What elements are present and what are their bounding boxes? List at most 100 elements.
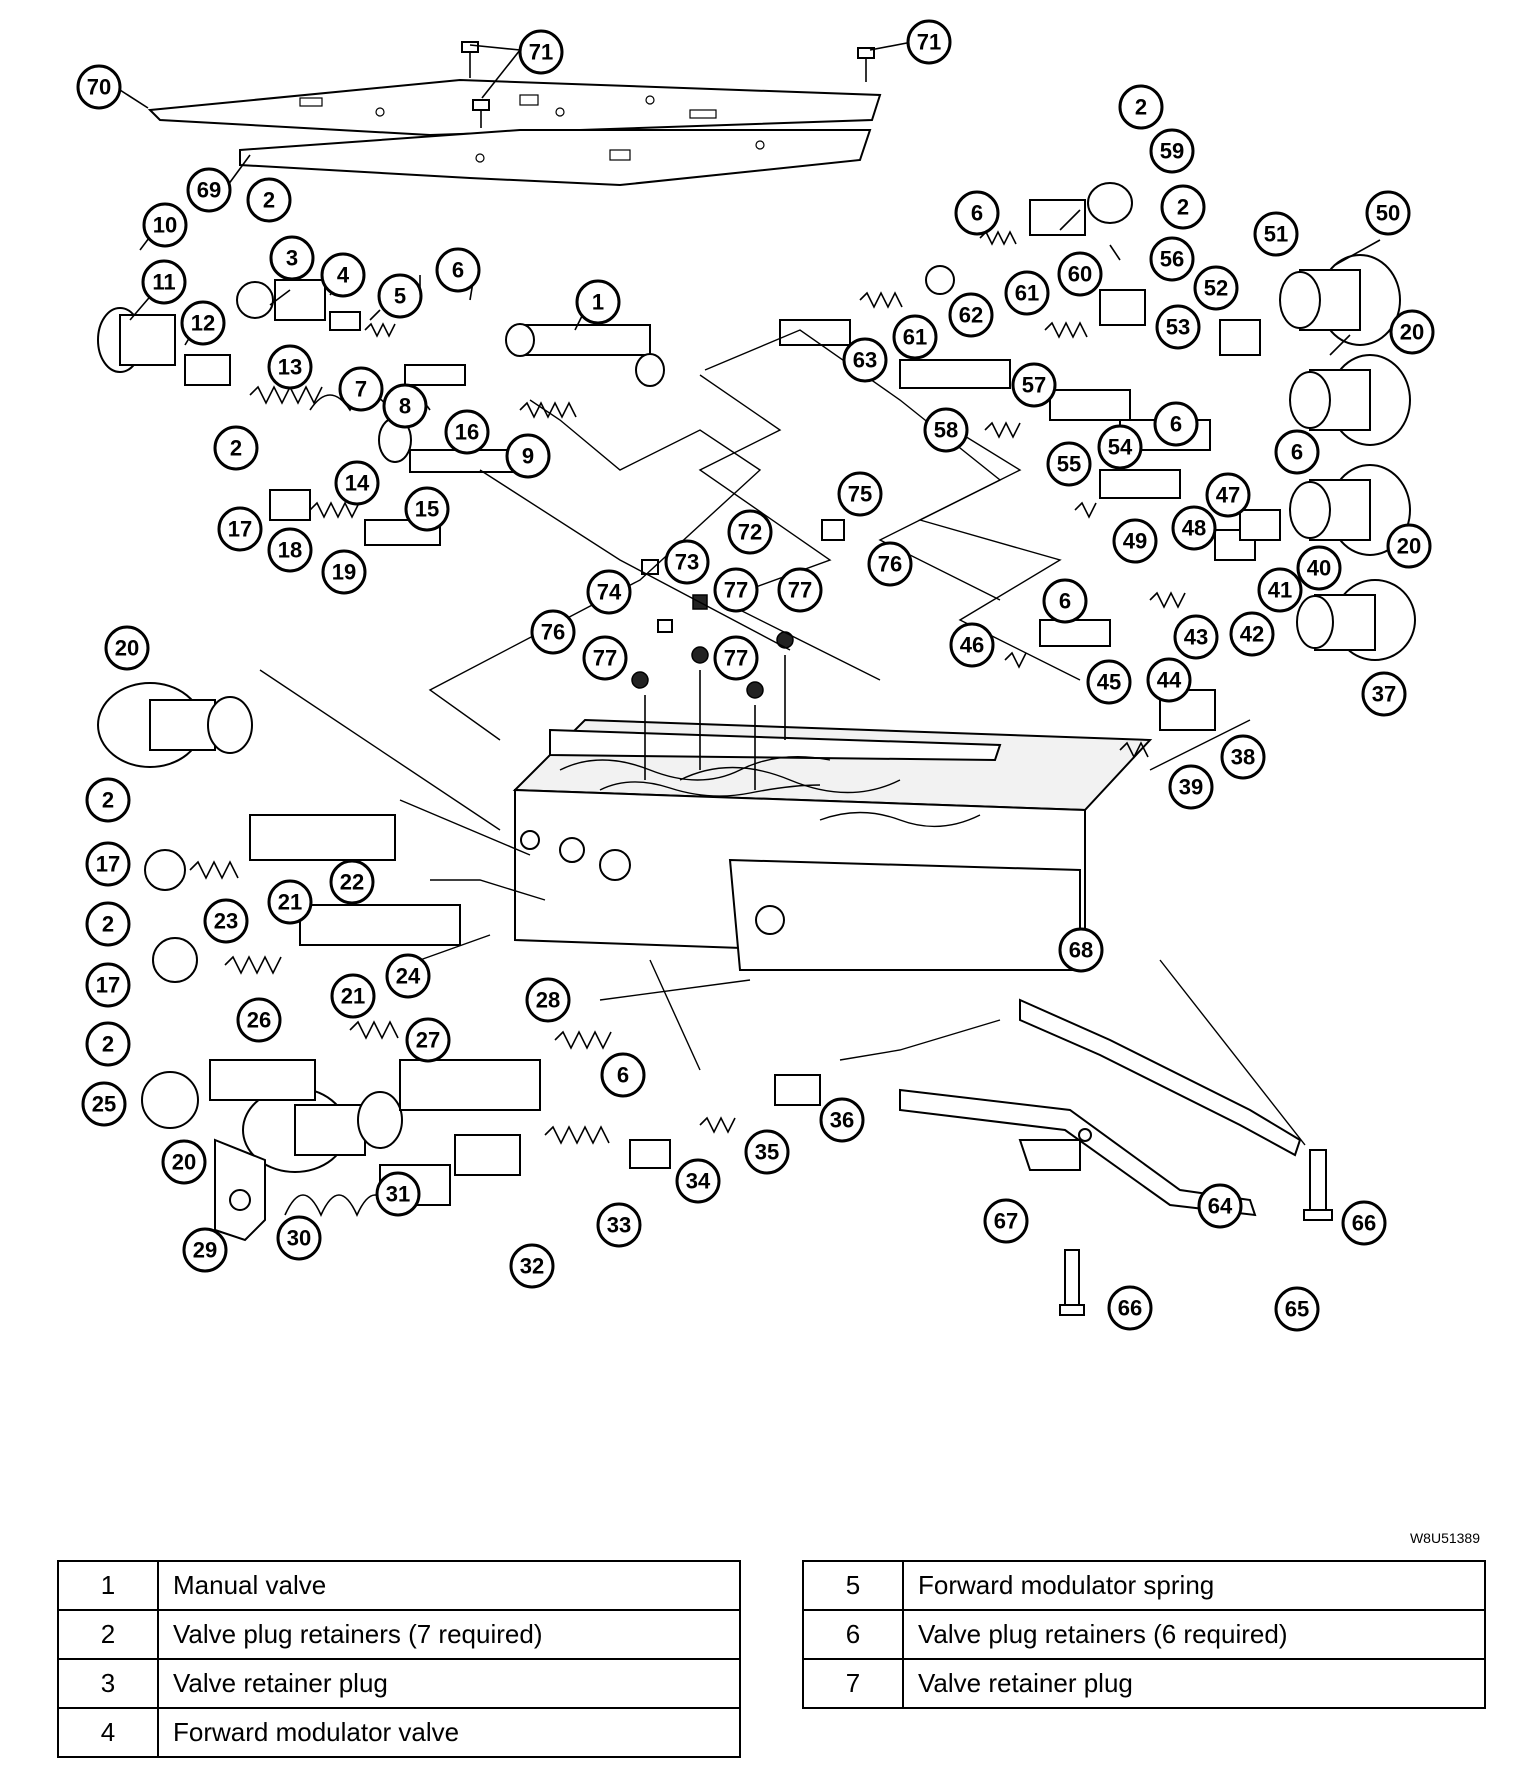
solenoid-20-right-upper	[1289, 354, 1411, 446]
callout-label: 19	[332, 560, 356, 585]
callout-label: 51	[1264, 222, 1288, 247]
callout-label: 22	[340, 870, 364, 895]
callout-2f: 2	[85, 901, 131, 947]
check-balls	[631, 519, 845, 790]
callout-71-b: 71	[906, 19, 952, 65]
callout-label: 59	[1160, 139, 1184, 164]
callout-44: 44	[1146, 657, 1192, 703]
callout-53: 53	[1155, 304, 1201, 350]
part-description: Manual valve	[157, 1560, 741, 1611]
callout-32: 32	[509, 1243, 555, 1289]
callout-label: 5	[394, 284, 406, 309]
callout-label: 44	[1157, 668, 1182, 693]
callout-label: 2	[263, 188, 275, 213]
callout-label: 17	[228, 517, 252, 542]
callout-label: 28	[536, 988, 560, 1013]
callout-5: 5	[377, 273, 423, 319]
part-number: 1	[57, 1560, 159, 1611]
separator-plate	[147, 78, 882, 187]
callout-label: 18	[278, 538, 302, 563]
callout-label: 13	[278, 355, 302, 380]
callout-16: 16	[444, 409, 490, 455]
callout-label: 20	[172, 1150, 196, 1175]
callout-label: 66	[1118, 1296, 1142, 1321]
callout-label: 75	[848, 482, 872, 507]
callout-label: 2	[1135, 95, 1147, 120]
solenoid-50	[1279, 254, 1401, 346]
part-description: Valve retainer plug	[157, 1658, 741, 1709]
callout-label: 2	[1177, 195, 1189, 220]
callout-label: 20	[115, 636, 139, 661]
callout-label: 8	[399, 394, 411, 419]
callout-36: 36	[819, 1097, 865, 1143]
callout-label: 12	[191, 311, 215, 336]
callout-label: 49	[1123, 529, 1147, 554]
callout-7: 7	[338, 366, 384, 412]
part-description: Valve plug retainers (7 required)	[157, 1609, 741, 1660]
callout-label: 77	[724, 646, 748, 671]
table-row: 4 Forward modulator valve	[57, 1707, 741, 1758]
callout-14: 14	[334, 460, 380, 506]
solenoid-37	[1296, 579, 1416, 661]
callout-2c: 2	[1118, 84, 1164, 130]
part-description: Forward modulator valve	[157, 1707, 741, 1758]
callout-label: 30	[287, 1226, 311, 1251]
valve-body-casting	[512, 718, 1153, 971]
callout-label: 68	[1069, 938, 1093, 963]
callout-label: 47	[1216, 483, 1240, 508]
callout-42: 42	[1229, 611, 1275, 657]
callout-17b: 17	[85, 841, 131, 887]
callout-2e: 2	[85, 777, 131, 823]
callout-3: 3	[269, 235, 315, 281]
callout-1: 1	[575, 279, 621, 325]
callout-75: 75	[837, 471, 883, 517]
callout-29: 29	[182, 1227, 228, 1273]
table-row: 6 Valve plug retainers (6 required)	[802, 1609, 1486, 1660]
part-number: 6	[802, 1609, 904, 1660]
callout-59: 59	[1149, 128, 1195, 174]
callout-6c: 6	[1153, 401, 1199, 447]
callout-66-b: 66	[1107, 1285, 1153, 1331]
callout-label: 63	[853, 348, 877, 373]
callout-6: 6	[435, 247, 481, 293]
callout-label: 58	[934, 418, 958, 443]
callout-label: 10	[153, 213, 177, 238]
callout-label: 6	[452, 258, 464, 283]
callout-72: 72	[727, 509, 773, 555]
callout-label: 16	[455, 420, 479, 445]
callout-label: 24	[396, 964, 421, 989]
callout-60: 60	[1057, 251, 1103, 297]
callout-61-a: 61	[1004, 270, 1050, 316]
callout-70: 70	[76, 64, 122, 110]
callout-66-a: 66	[1341, 1200, 1387, 1246]
figure-id: W8U51389	[1409, 1530, 1480, 1546]
callout-label: 76	[878, 552, 902, 577]
callout-label: 32	[520, 1254, 544, 1279]
manual-valve	[505, 323, 665, 387]
callout-12: 12	[180, 300, 226, 346]
callout-6f: 6	[600, 1052, 646, 1098]
exploded-valve-body-diagram: 70 71 71 69 2 10 3 11 4 5 6 1 12 13 7 8 …	[76, 19, 1435, 1332]
callout-17: 17	[217, 506, 263, 552]
callout-label: 61	[903, 325, 927, 350]
callout-33: 33	[596, 1202, 642, 1248]
callout-21-b: 21	[330, 973, 376, 1019]
callout-label: 40	[1307, 556, 1331, 581]
callout-67: 67	[983, 1198, 1029, 1244]
callout-label: 6	[1291, 440, 1303, 465]
callout-label: 35	[755, 1140, 779, 1165]
callout-11: 11	[141, 259, 187, 305]
callout-label: 71	[917, 30, 941, 55]
callout-63: 63	[842, 337, 888, 383]
callout-label: 54	[1108, 435, 1133, 460]
callout-label: 17	[96, 973, 120, 998]
callout-73: 73	[664, 539, 710, 585]
callout-label: 20	[1397, 534, 1421, 559]
callout-45: 45	[1086, 659, 1132, 705]
callout-label: 38	[1231, 745, 1255, 770]
valve-train-bottom	[214, 1074, 821, 1242]
callout-20-b: 20	[1386, 523, 1432, 569]
callout-label: 77	[593, 646, 617, 671]
part-number: 3	[57, 1658, 159, 1709]
callout-35: 35	[744, 1129, 790, 1175]
